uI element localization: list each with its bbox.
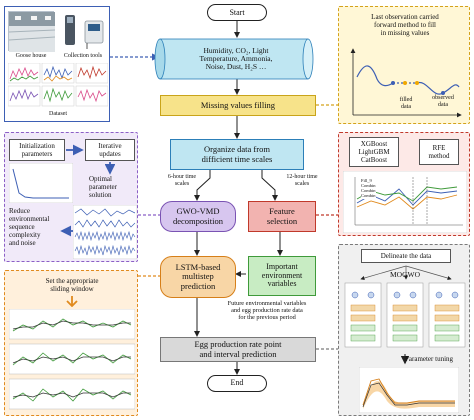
panel-dataset: Goose house Collection tools Dat: [4, 6, 110, 122]
optimal-solution-label: Optimal parameter solution: [89, 175, 117, 200]
missing-values-node: Missing values filling: [160, 95, 316, 116]
panel-feature-selection: XGBoost LightGBM CatBoost RFE method Fil…: [338, 132, 470, 236]
environment-variables-node: Humidity, CO₂, Light Temperature, Ammoni…: [166, 40, 306, 78]
organize-data-node: Organize data from difficient time scale…: [170, 139, 304, 170]
label-6h: 6-hour time scales: [167, 174, 197, 187]
label-12h: 12-hour time scales: [286, 174, 318, 187]
rfe-method-box: RFE method: [419, 139, 459, 165]
tuning-result-plot: [359, 367, 459, 413]
dataset-chart-5: [41, 85, 75, 107]
fs-legend: Fill_9 Combin Combin Combin: [361, 178, 376, 199]
gwo-vmd-node: GWO-VMD decomposition: [160, 201, 236, 232]
goose-house-image: [8, 11, 56, 52]
env-line-2: Temperature, Ammonia,: [199, 53, 273, 63]
prediction-plot-1: [9, 309, 135, 340]
collection-tools-image: [59, 11, 107, 51]
arrow-organize-gwo: [194, 170, 211, 201]
goose-house-graphic: [8, 12, 56, 52]
prediction-plot-2: [9, 343, 135, 375]
collection-tools-label: Collection tools: [63, 53, 103, 59]
dataset-label: Dataset: [49, 111, 67, 117]
goose-house-label: Goose house: [15, 53, 47, 59]
collection-tools-graphic: [65, 15, 104, 49]
env-cylinder: [154, 38, 314, 80]
sliding-window-label: Set the appropriate sliding window: [45, 277, 99, 294]
dataset-chart-2: [41, 63, 75, 84]
end-node: End: [207, 375, 267, 392]
mogwo-label: MOGWO: [390, 270, 420, 279]
env-line-1: Humidity, CO₂, Light: [203, 45, 269, 55]
vmd-modes-plot: [73, 205, 137, 259]
mogwo-network-grid: [344, 282, 466, 348]
init-to-iter-arrow: [66, 144, 84, 156]
prediction-plot-3: [9, 378, 135, 410]
modes-to-reduce-arrow: [60, 225, 73, 237]
important-variables-node: Important environment variables: [248, 256, 316, 296]
mogwo-block-2: [386, 282, 424, 348]
iter-to-optimal-arrow: [105, 162, 115, 175]
dataset-charts: [8, 63, 108, 107]
dataset-chart-6: [75, 85, 108, 107]
mogwo-block-3: [428, 282, 466, 348]
arrow-organize-feature: [261, 170, 278, 201]
dataset-chart-4: [8, 85, 41, 107]
lstm-node: LSTM-based multistep prediction: [160, 256, 236, 298]
panel-vmd: Initialization parameters Iterative upda…: [4, 132, 138, 262]
dataset-chart-3: [75, 63, 108, 84]
delineate-arrows: [360, 265, 452, 281]
convergence-plot: [9, 163, 73, 203]
model-list-box: XGBoost LightGBM CatBoost: [349, 137, 399, 167]
feature-selection-node: Feature selection: [248, 201, 316, 232]
parameter-tuning-label: Parameter tuning: [405, 355, 454, 363]
iterative-updates-box: Iterative updates: [85, 139, 135, 161]
filled-data-label: filled data: [399, 97, 413, 110]
dataset-chart-1: [8, 63, 41, 84]
mogwo-block-1: [344, 282, 382, 348]
fill-description: Last observation carried forward method …: [371, 13, 439, 38]
panel-mogwo: Delineate the data MOGWO: [338, 244, 470, 416]
reduce-complexity-label: Reduce environmental sequence complexity…: [9, 207, 50, 248]
prediction-plots: [9, 309, 135, 410]
window-down-arrow: [66, 296, 78, 307]
egg-prediction-node: Egg production rate point and interval p…: [160, 337, 316, 362]
observed-data-label: observed data: [432, 95, 454, 108]
fill-plot: [350, 48, 462, 118]
panel-sliding-window: Set the appropriate sliding window: [4, 270, 138, 416]
delineate-data-box: Delineate the data: [361, 249, 451, 263]
init-parameters-box: Initialization parameters: [9, 139, 65, 161]
start-node: Start: [207, 4, 267, 21]
env-line-3: Noise, Dust, H₂S …: [205, 62, 267, 72]
panel-missing-fill: Last observation carried forward method …: [338, 6, 470, 124]
tuning-down-arrow: [400, 354, 410, 365]
future-variables-label: Future environmental variables and egg p…: [227, 300, 307, 321]
